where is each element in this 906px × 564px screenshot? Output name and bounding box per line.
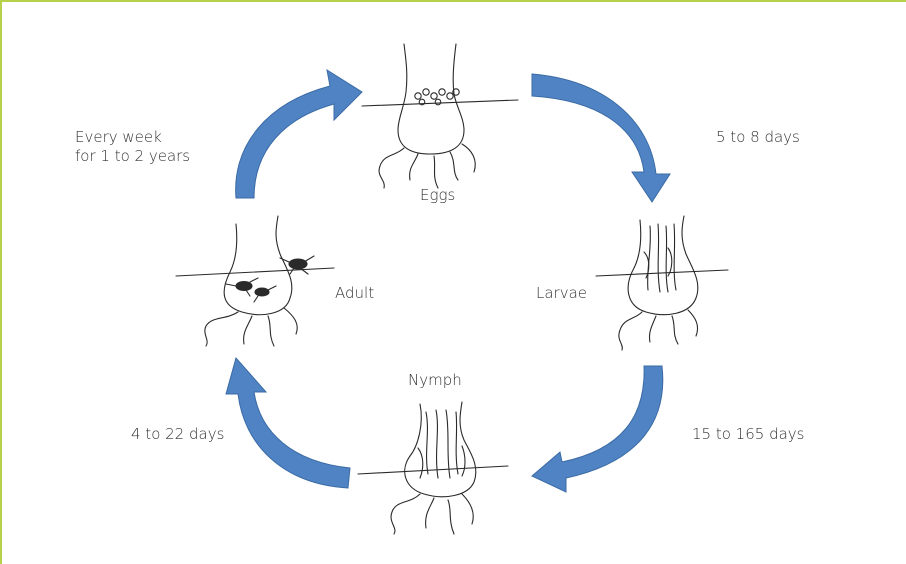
stage-label-nymph: Nymph xyxy=(408,371,462,390)
duration-label-larvae-to-nymph: 15 to 165 days xyxy=(692,425,805,444)
stage-label-eggs: Eggs xyxy=(420,186,455,205)
cycle-arrow-nymph-to-adult xyxy=(226,358,350,488)
stage-label-larvae: Larvae xyxy=(536,284,587,303)
duration-label-adult-to-eggs-line1: Every week xyxy=(75,128,162,147)
duration-label-adult-to-eggs-line2: for 1 to 2 years xyxy=(75,147,190,166)
duration-label-eggs-to-larvae: 5 to 8 days xyxy=(716,128,800,147)
cycle-arrow-eggs-to-larvae xyxy=(532,74,670,202)
larvae-plant-illustration xyxy=(596,216,728,350)
stage-label-adult: Adult xyxy=(335,284,374,303)
nymph-plant-illustration xyxy=(358,402,508,534)
eggs-plant-illustration xyxy=(362,44,518,188)
adult-plant-illustration xyxy=(176,216,334,346)
duration-label-nymph-to-adult: 4 to 22 days xyxy=(131,425,224,444)
cycle-arrow-adult-to-eggs xyxy=(236,70,362,198)
cycle-arrow-larvae-to-nymph xyxy=(532,366,663,492)
